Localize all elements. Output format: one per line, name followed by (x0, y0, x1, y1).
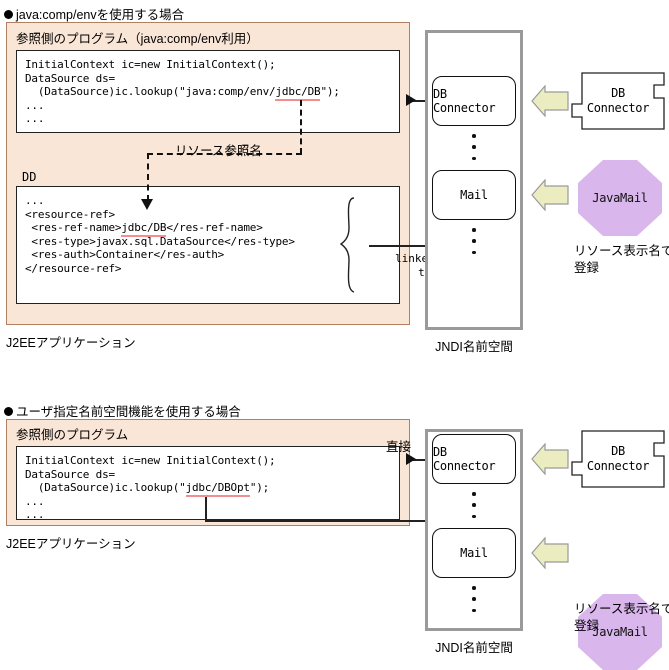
provider-javamail-label-2: JavaMail (592, 625, 648, 639)
j2ee-application-caption-2: J2EEアプリケーション (6, 537, 136, 551)
jndi-node-db-connector-2[interactable]: DB Connector (432, 434, 516, 484)
panel-1-heading: 参照側のプログラム（java:comp/env利用） (16, 32, 259, 46)
provider-db-connector-label-1: DB Connector (586, 86, 650, 115)
program-code-2: InitialContext ic=new InitialContext(); … (25, 454, 276, 520)
jndi-node-mail-2[interactable]: Mail (432, 528, 516, 578)
dd-grouping-brace (339, 196, 370, 296)
direct-arrowhead (406, 453, 416, 465)
linked-to-arrowhead (406, 94, 416, 106)
provider-javamail-label-1: JavaMail (592, 191, 648, 205)
jndi-namespace-caption-1: JNDI名前空間 (435, 340, 513, 354)
jndi-namespace-caption-2: JNDI名前空間 (435, 641, 513, 655)
jndi-ellipsis-1b (472, 228, 476, 254)
ref-dash-vertical-right (300, 100, 302, 154)
direct-line-vertical-left (205, 497, 207, 521)
res-ref-name-highlight: jdbc/DB (121, 221, 167, 238)
panel-2-heading: 参照側のプログラム (16, 428, 129, 442)
dd-code: ... <resource-ref> <res-ref-name>jdbc/DB… (25, 194, 295, 275)
jndi-ellipsis-1a (472, 134, 476, 160)
jndi-ellipsis-2b (472, 586, 476, 612)
ref-dash-vertical-left (147, 153, 149, 201)
register-note-1: リソース表示名で 登録 (574, 244, 669, 275)
register-arrow-mail-1 (531, 178, 569, 216)
program-code-box-2: InitialContext ic=new InitialContext(); … (16, 446, 400, 520)
resource-reference-name-label: リソース参照名 (175, 144, 262, 158)
provider-db-connector-label-2: DB Connector (586, 444, 650, 473)
ref-dash-horizontal (147, 153, 302, 155)
j2ee-application-caption-1: J2EEアプリケーション (6, 336, 136, 350)
direct-line-horizontal-bottom (205, 520, 458, 522)
resource-ref-name-highlight-1: jdbc/DB (275, 85, 321, 102)
section-1-heading: java:comp/envを使用する場合 (4, 4, 184, 23)
register-note-2: リソース表示名で 登録 (574, 602, 669, 633)
dd-code-box: ... <resource-ref> <res-ref-name>jdbc/DB… (16, 186, 400, 304)
register-arrow-db-2 (531, 442, 569, 480)
jndi-node-mail-1[interactable]: Mail (432, 170, 516, 220)
jndi-node-db-connector-1[interactable]: DB Connector (432, 76, 516, 126)
provider-javamail-2: JavaMail (578, 594, 662, 670)
section-2-heading: ユーザ指定名前空間機能を使用する場合 (4, 401, 241, 420)
program-code-1: InitialContext ic=new InitialContext(); … (25, 58, 340, 126)
provider-db-connector-1: DB Connector (571, 72, 665, 130)
provider-db-connector-2: DB Connector (571, 430, 665, 488)
provider-javamail-1: JavaMail (578, 160, 662, 236)
register-arrow-mail-2 (531, 536, 569, 574)
lookup-name-highlight-2: jdbc/DBOpt (185, 481, 250, 498)
program-code-box-1: InitialContext ic=new InitialContext(); … (16, 50, 400, 133)
bullet-icon-2 (4, 407, 13, 417)
register-arrow-db-1 (531, 84, 569, 122)
ref-dash-arrowhead (141, 199, 153, 210)
bullet-icon (4, 10, 13, 20)
dd-label: DD (22, 170, 37, 184)
direct-label: 直接 (386, 440, 412, 454)
jndi-ellipsis-2a (472, 492, 476, 518)
linked-to-line-horizontal-bottom (369, 245, 467, 247)
